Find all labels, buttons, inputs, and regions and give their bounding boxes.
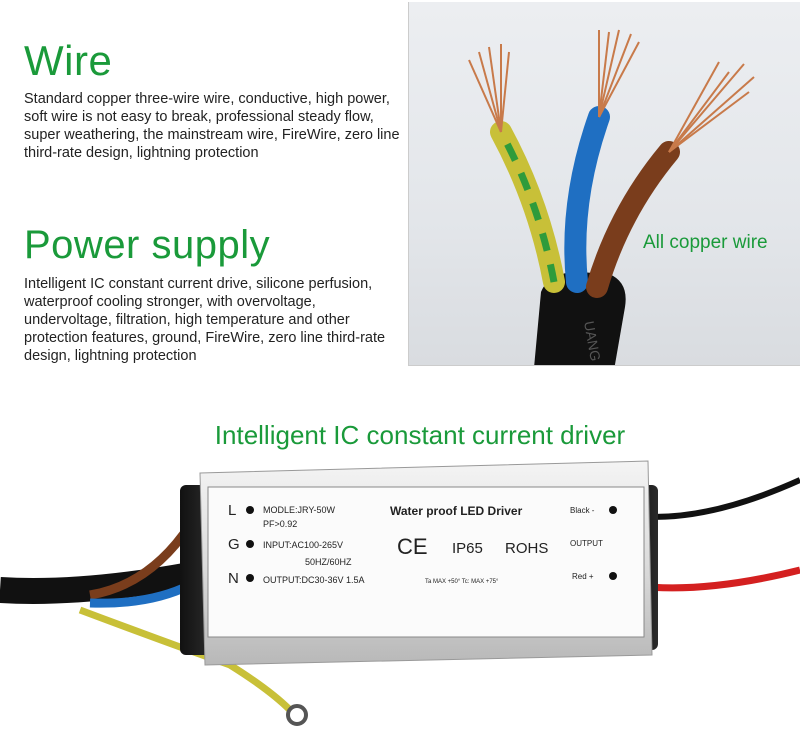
- cable-print-text: UANG: [581, 320, 604, 363]
- black-terminal-label: Black -: [570, 506, 595, 515]
- blue-wire: [564, 106, 610, 293]
- power-supply-description: Intelligent IC constant current drive, s…: [24, 276, 386, 364]
- green-stripe: [497, 130, 558, 283]
- pin-dot-black: [609, 506, 617, 514]
- copper-strands-middle: [598, 29, 640, 118]
- driver-title: Water proof LED Driver: [390, 504, 523, 518]
- power-supply-heading: Power supply: [24, 223, 271, 267]
- pf-text: PF>0.92: [263, 519, 297, 529]
- output-label: OUTPUT: [570, 539, 603, 548]
- input-text: INPUT:AC100-265V: [263, 540, 343, 550]
- rohs-mark: ROHS: [505, 540, 548, 557]
- pin-dot-n: [246, 574, 254, 582]
- pin-label-l: L: [228, 502, 236, 519]
- ip-rating: IP65: [452, 540, 483, 557]
- wire-description: Standard copper three-wire wire, conduct…: [24, 91, 400, 161]
- cable-photo: UANG: [408, 2, 800, 366]
- ce-mark: CE: [397, 534, 428, 559]
- pin-label-g: G: [228, 536, 240, 553]
- driver-heading: Intelligent IC constant current driver: [214, 420, 626, 450]
- red-terminal-label: Red +: [572, 572, 594, 581]
- input-cable: [0, 562, 193, 604]
- pin-dot-g: [246, 540, 254, 548]
- cable-illustration: UANG: [468, 29, 755, 365]
- driver-label-panel: [207, 486, 645, 638]
- wire-heading: Wire: [24, 37, 113, 84]
- copper-strands-right: [668, 61, 755, 153]
- copper-strands-left: [468, 44, 510, 133]
- pin-dot-l: [246, 506, 254, 514]
- photo-caption: All copper wire: [643, 232, 768, 253]
- pin-label-n: N: [228, 570, 239, 587]
- output-spec-text: OUTPUT:DC30-36V 1.5A: [263, 575, 365, 585]
- temperature-ratings: Ta MAX +50° Tc: MAX +75°: [425, 579, 499, 585]
- model-text: MODLE:JRY-50W: [263, 505, 336, 515]
- led-driver-illustration: L G N MODLE:JRY-50W PF>0.92 INPUT:AC100-…: [0, 460, 800, 726]
- frequency-text: 50HZ/60HZ: [305, 557, 352, 567]
- brown-wire: [586, 141, 680, 298]
- pin-dot-red: [609, 572, 617, 580]
- ground-ring-terminal: [286, 704, 308, 726]
